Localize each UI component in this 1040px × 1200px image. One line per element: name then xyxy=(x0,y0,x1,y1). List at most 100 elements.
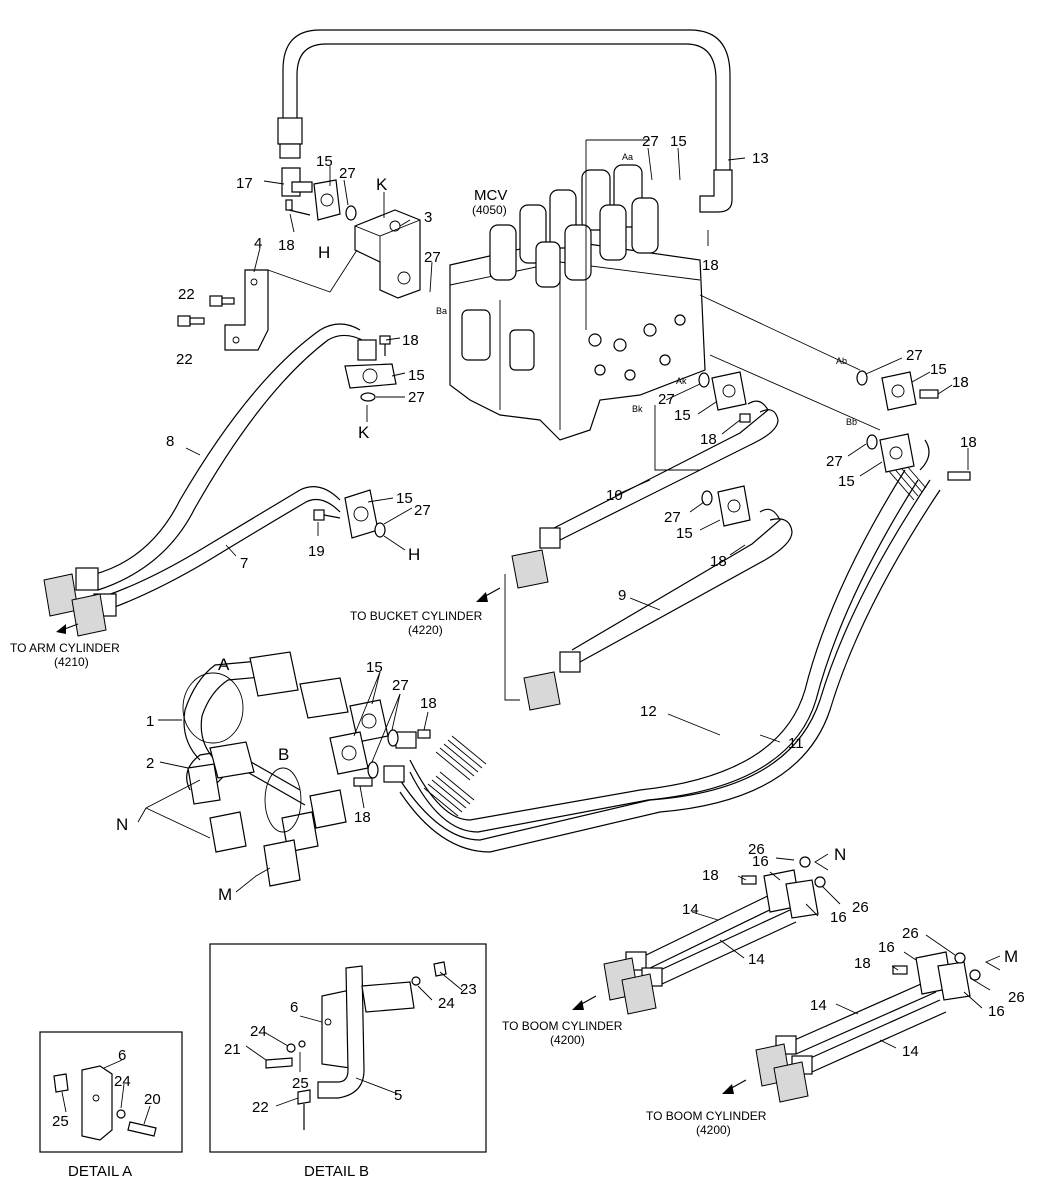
label-part-15-g: 15 xyxy=(674,407,691,424)
o-ring-27-pipe-a xyxy=(387,729,399,747)
label-part-1: 1 xyxy=(146,713,154,730)
pipe-blocks xyxy=(187,651,349,887)
label-part-17: 17 xyxy=(236,175,253,192)
flange-15-bucket-mid xyxy=(717,485,751,527)
label-part-3: 3 xyxy=(424,209,432,226)
ref-k-mid: K xyxy=(358,423,370,442)
hose-12 xyxy=(409,469,919,833)
detail-a-title: DETAIL A xyxy=(68,1163,132,1180)
label-part-22-b: 22 xyxy=(176,351,193,368)
to-boom-cylinder-2-line2: (4200) xyxy=(696,1123,731,1137)
label-part-2: 2 xyxy=(146,755,154,772)
flange-15-pipe xyxy=(329,699,389,775)
flange-15-ab xyxy=(881,371,917,411)
label-part-27-j: 27 xyxy=(392,677,409,694)
label-part-18-b: 18 xyxy=(702,257,719,274)
hose-14-upper-b xyxy=(641,909,797,987)
o-ring-27-mid xyxy=(360,392,376,402)
detail-b-part-23: 23 xyxy=(460,981,477,998)
label-part-15-f: 15 xyxy=(838,473,855,490)
bolt-22-a xyxy=(209,295,235,307)
bolt-18-bb xyxy=(947,471,971,481)
arm-cylinder-flanges xyxy=(43,573,107,637)
to-boom-cylinder-2-line1: TO BOOM CYLINDER xyxy=(646,1109,767,1123)
to-arm-cylinder-line1: TO ARM CYLINDER xyxy=(10,641,120,655)
label-part-12: 12 xyxy=(640,703,657,720)
main-control-valve xyxy=(449,164,706,441)
detail-b-part-21: 21 xyxy=(224,1041,241,1058)
label-part-18-h: 18 xyxy=(420,695,437,712)
label-part-14-c: 14 xyxy=(810,997,827,1014)
label-part-27-e: 27 xyxy=(414,502,431,519)
label-part-14-d: 14 xyxy=(902,1043,919,1060)
bolt-19 xyxy=(313,509,341,521)
o-ring-27-ab xyxy=(856,370,868,386)
label-part-4: 4 xyxy=(254,235,262,252)
hose-10 xyxy=(539,400,779,549)
bolt-18-mid xyxy=(379,335,391,356)
o-ring-27-bucket-top xyxy=(698,372,710,388)
o-ring-26-lower-b xyxy=(969,969,981,981)
hose-9 xyxy=(559,508,793,673)
label-part-9: 9 xyxy=(618,587,626,604)
label-part-16-a: 16 xyxy=(752,853,769,870)
spool-caps xyxy=(489,164,659,288)
detail-b-parts xyxy=(265,961,447,1130)
ref-b: B xyxy=(278,745,289,764)
label-part-15-c: 15 xyxy=(408,367,425,384)
bracket-4 xyxy=(224,269,269,351)
hose-13 xyxy=(277,29,733,213)
label-part-15-a: 15 xyxy=(316,153,333,170)
port-bb: Bb xyxy=(846,417,857,427)
flange-15-upper xyxy=(313,179,341,221)
label-part-15-b: 15 xyxy=(670,133,687,150)
label-part-18-e: 18 xyxy=(960,434,977,451)
to-bucket-cylinder-line2: (4220) xyxy=(408,623,443,637)
o-ring-27-upper xyxy=(345,205,357,221)
bolt-18-bucket-top xyxy=(739,413,751,423)
detail-b-part-5: 5 xyxy=(394,1087,402,1104)
label-part-26-c: 26 xyxy=(902,925,919,942)
detail-a-parts xyxy=(53,1065,157,1141)
ref-n-left: N xyxy=(116,815,128,834)
label-part-13: 13 xyxy=(752,150,769,167)
detail-b-part-24-b: 24 xyxy=(250,1023,267,1040)
o-ring-26-lower-a xyxy=(954,952,966,964)
ref-n-right: N xyxy=(834,845,846,864)
flange-15-lower xyxy=(344,489,379,539)
detail-a-circle xyxy=(182,672,244,744)
bolt-18-boom-lower xyxy=(892,965,908,975)
hose-7 xyxy=(93,486,341,617)
label-part-14-a: 14 xyxy=(682,901,699,918)
hose-8 xyxy=(75,323,367,591)
label-part-27-d: 27 xyxy=(408,389,425,406)
detail-a-box xyxy=(39,1031,183,1153)
label-part-27-b: 27 xyxy=(424,249,441,266)
label-part-27-a: 27 xyxy=(339,165,356,182)
label-part-16-d: 16 xyxy=(988,1003,1005,1020)
label-part-15-e: 15 xyxy=(930,361,947,378)
label-part-27-g: 27 xyxy=(826,453,843,470)
label-part-16-b: 16 xyxy=(830,909,847,926)
boom-flanges-upper xyxy=(603,957,657,1015)
detail-b-title: DETAIL B xyxy=(304,1163,369,1180)
o-ring-26-upper-b xyxy=(814,876,826,888)
flange-15-mid xyxy=(344,339,397,389)
ref-m-left: M xyxy=(218,885,232,904)
detail-b-part-22: 22 xyxy=(252,1099,269,1116)
label-part-18-j: 18 xyxy=(702,867,719,884)
label-part-7: 7 xyxy=(240,555,248,572)
direction-arrows xyxy=(56,587,747,1094)
label-part-19: 19 xyxy=(308,543,325,560)
boom-flanges-lower xyxy=(755,1043,809,1103)
flange-15-bb xyxy=(879,433,915,473)
mcv-code: (4050) xyxy=(472,203,507,217)
label-part-15-h: 15 xyxy=(676,525,693,542)
hose-11 xyxy=(399,439,941,853)
label-part-18-k: 18 xyxy=(854,955,871,972)
port-ba: Ba xyxy=(436,306,447,316)
detail-b-box xyxy=(209,943,487,1153)
label-part-27-f: 27 xyxy=(906,347,923,364)
label-part-15-i: 15 xyxy=(366,659,383,676)
